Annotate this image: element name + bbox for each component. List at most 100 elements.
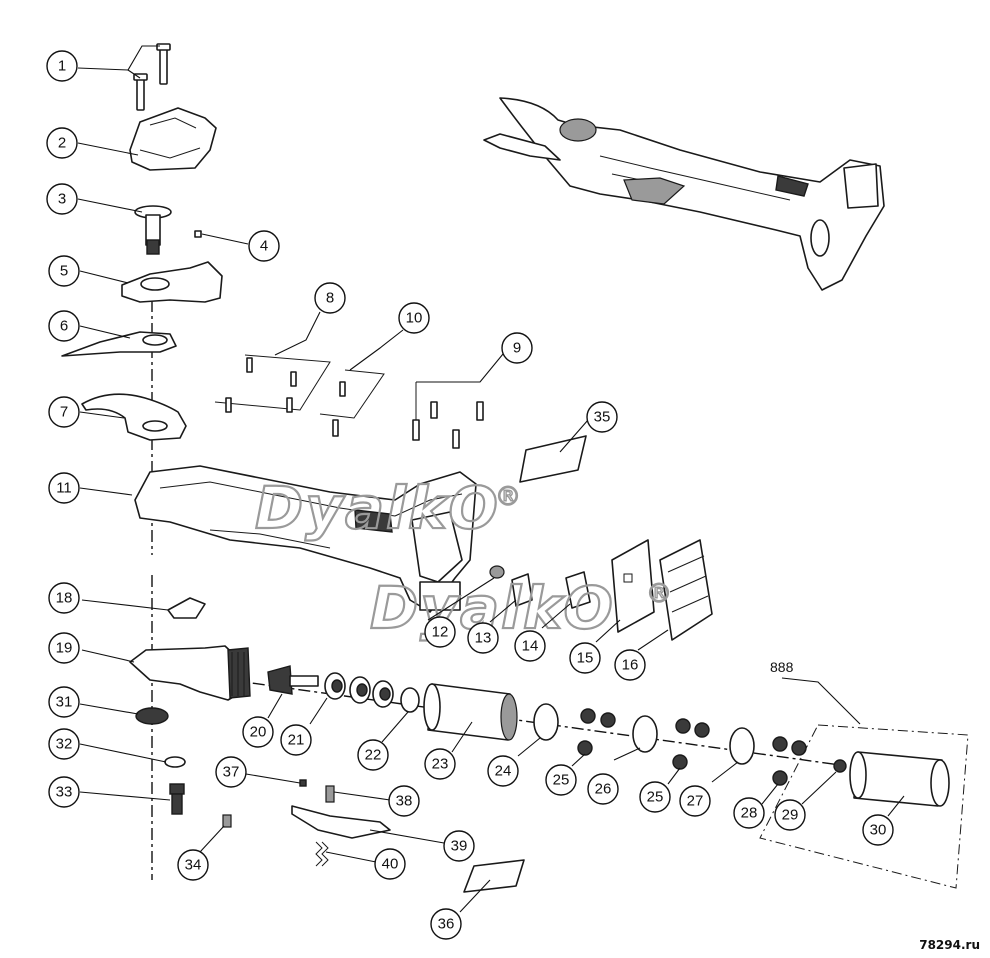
svg-text:26: 26	[595, 781, 612, 798]
svg-text:1: 1	[58, 58, 66, 75]
callout-30: 30	[862, 814, 894, 846]
svg-text:20: 20	[250, 724, 267, 741]
part-nut	[489, 565, 505, 579]
callout-10: 10	[398, 302, 430, 334]
registered-mark-2: ®	[646, 579, 672, 609]
part-screw-set-10	[319, 369, 385, 437]
svg-text:34: 34	[185, 857, 202, 874]
callout-38: 38	[388, 785, 420, 817]
callout-26: 26	[587, 773, 619, 805]
svg-text:32: 32	[56, 736, 73, 753]
callout-27: 27	[679, 785, 711, 817]
callout-33: 33	[48, 776, 80, 808]
part-lever	[291, 805, 391, 839]
part-motor	[849, 751, 950, 807]
part-battery-connector	[659, 539, 713, 641]
svg-text:25: 25	[647, 789, 664, 806]
callout-35: 35	[586, 401, 618, 433]
part-bolt	[169, 783, 185, 815]
part-main-housing	[134, 465, 477, 613]
callout-40: 40	[374, 848, 406, 880]
callout-37: 37	[215, 756, 247, 788]
part-screw-set-9	[412, 382, 484, 449]
part-small-pin	[194, 230, 202, 238]
part-gear-housing	[129, 645, 251, 701]
callout-22: 22	[357, 739, 389, 771]
watermark-text-1: DyalkO	[255, 474, 500, 542]
svg-text:10: 10	[406, 310, 423, 327]
svg-text:14: 14	[522, 638, 539, 655]
callout-23: 23	[424, 748, 456, 780]
svg-text:19: 19	[56, 640, 73, 657]
part-anvil-hook	[81, 393, 187, 441]
callout-28: 28	[733, 797, 765, 829]
part-pinion-shaft	[267, 665, 319, 695]
site-label: 78294.ru	[919, 938, 980, 952]
svg-text:31: 31	[56, 694, 73, 711]
motor-assembly-boundary	[759, 724, 969, 889]
svg-text:30: 30	[870, 822, 887, 839]
part-bevel-gear	[135, 707, 169, 725]
callout-2: 2	[46, 127, 78, 159]
leader-lines	[77, 45, 905, 913]
callout-13: 13	[467, 622, 499, 654]
callout-4: 4	[248, 230, 280, 262]
part-bearings	[324, 672, 394, 708]
svg-text:36: 36	[438, 916, 455, 933]
svg-text:5: 5	[60, 263, 68, 280]
part-pad	[511, 573, 533, 607]
svg-text:21: 21	[288, 732, 305, 749]
callout-20: 20	[242, 716, 274, 748]
svg-text:4: 4	[260, 238, 268, 255]
part-set-screw	[299, 779, 307, 787]
part-motor-pinion	[833, 759, 847, 773]
part-screws-1	[133, 43, 171, 111]
part-lock-washer	[164, 756, 186, 768]
part-spring	[315, 841, 329, 867]
callout-1: 1	[46, 50, 78, 82]
svg-text:2: 2	[58, 135, 66, 152]
callout-16: 16	[614, 649, 646, 681]
callout-11: 11	[48, 472, 80, 504]
svg-text:13: 13	[475, 630, 492, 647]
part-planet-carrier-24	[533, 703, 559, 741]
part-top-cover-detail	[139, 117, 201, 159]
part-circuit-board	[611, 539, 655, 633]
callout-25b: 25	[639, 781, 671, 813]
svg-text:16: 16	[622, 657, 639, 674]
part-pivot-bolt	[134, 205, 172, 255]
callout-21: 21	[280, 724, 312, 756]
watermark-group: DyalkO ® DyalkO ®	[254, 473, 673, 643]
part-pin	[325, 785, 335, 803]
svg-text:37: 37	[223, 764, 240, 781]
svg-text:35: 35	[594, 409, 611, 426]
svg-text:40: 40	[382, 856, 399, 873]
svg-text:8: 8	[326, 290, 334, 307]
callout-39: 39	[443, 830, 475, 862]
part-planet-carrier-26	[632, 715, 658, 753]
callout-24: 24	[487, 755, 519, 787]
part-planet-carrier-27	[729, 727, 755, 765]
callout-3: 3	[46, 183, 78, 215]
svg-text:23: 23	[432, 756, 449, 773]
callout-6: 6	[48, 310, 80, 342]
callout-5: 5	[48, 255, 80, 287]
part-label-36	[463, 859, 525, 893]
part-screw-set-8	[214, 354, 331, 413]
part-spring-clip	[167, 597, 206, 619]
svg-text:6: 6	[60, 318, 68, 335]
callout-25a: 25	[545, 764, 577, 796]
callout-14: 14	[514, 630, 546, 662]
part-upper-plate	[121, 261, 223, 303]
callout-9: 9	[501, 332, 533, 364]
callout-31: 31	[48, 686, 80, 718]
svg-text:29: 29	[782, 807, 799, 824]
svg-text:25: 25	[553, 772, 570, 789]
callout-7: 7	[48, 396, 80, 428]
svg-text:38: 38	[396, 793, 413, 810]
svg-text:3: 3	[58, 191, 66, 208]
registered-mark-1: ®	[495, 482, 521, 512]
part-planet-gears	[577, 708, 807, 786]
callout-32: 32	[48, 728, 80, 760]
